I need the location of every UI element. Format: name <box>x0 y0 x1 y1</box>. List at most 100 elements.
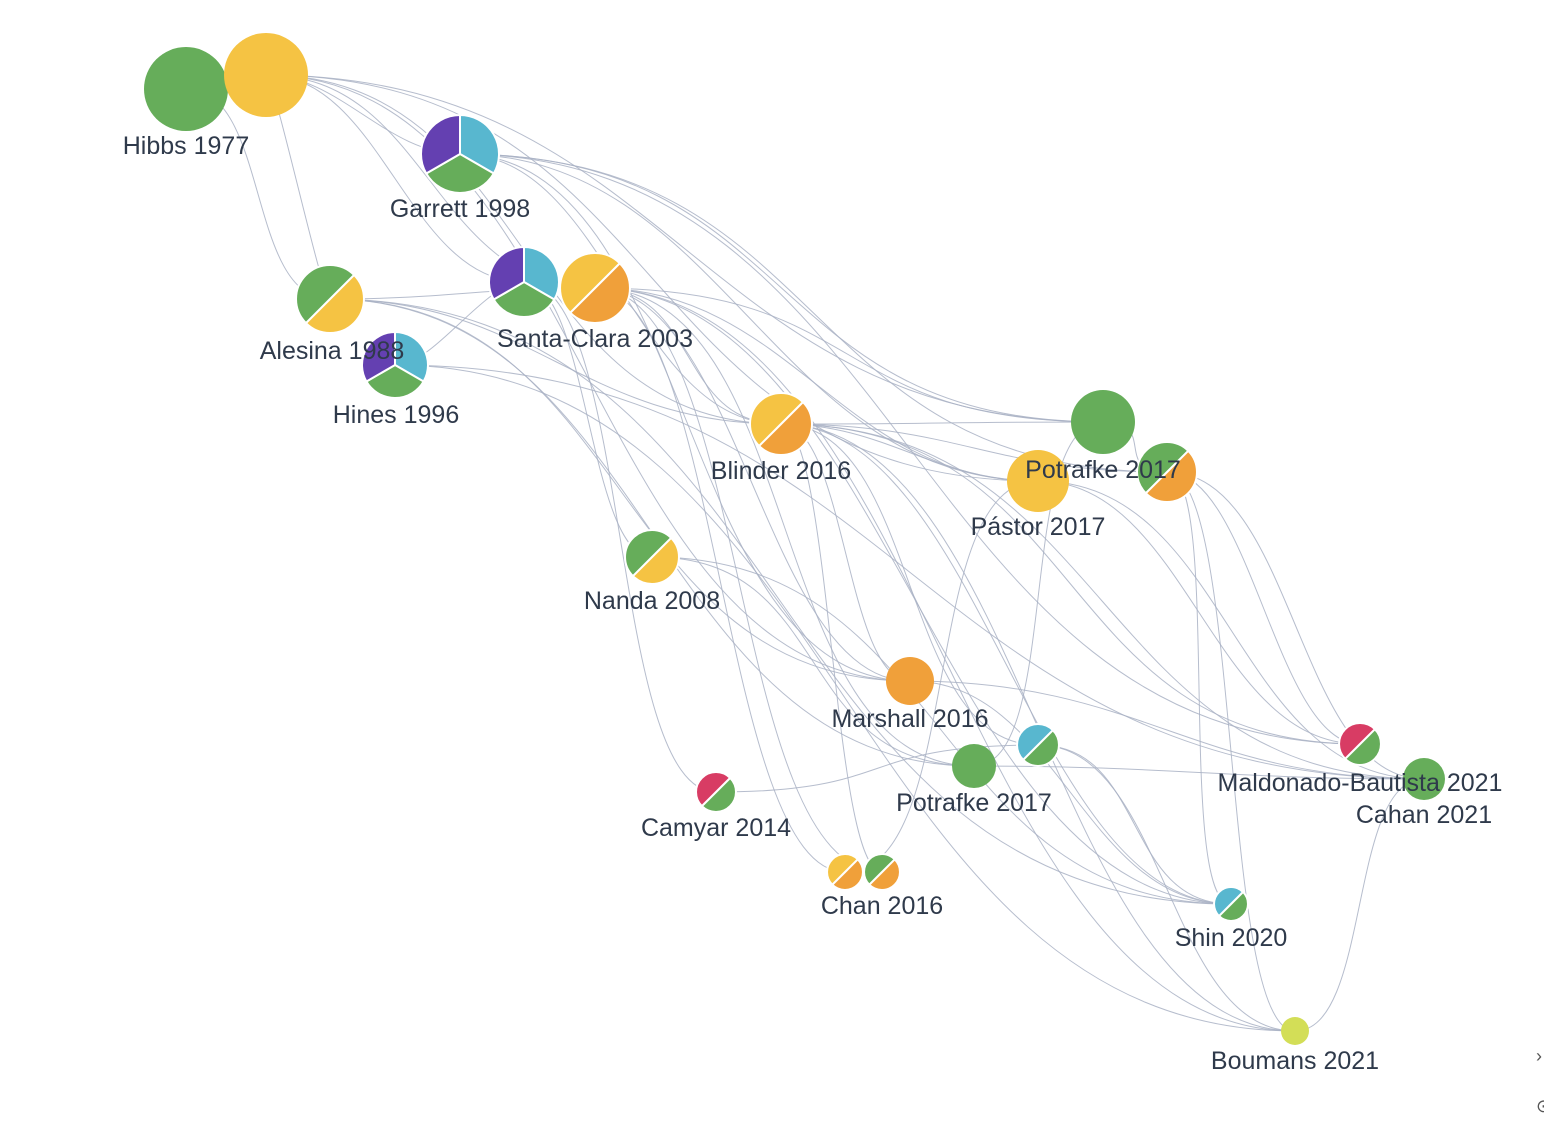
paper-node-shin[interactable] <box>1213 886 1249 922</box>
paper-label: Hibbs 1977 <box>123 132 249 160</box>
node-slice <box>1343 727 1382 766</box>
paper-node-hibbs-a[interactable] <box>144 47 228 131</box>
chevron-right-icon[interactable]: › <box>1536 1046 1542 1066</box>
citation-edge <box>1166 471 1425 780</box>
citation-edge <box>844 480 1039 873</box>
paper-label: Nanda 2008 <box>584 587 720 615</box>
node-slice <box>144 47 228 131</box>
paper-node-garrett[interactable] <box>420 113 500 194</box>
citation-edge <box>1166 471 1232 905</box>
node-slice <box>1016 723 1055 762</box>
paper-label: Potrafke 2017 <box>896 789 1052 817</box>
node-slice <box>295 264 356 325</box>
paper-node-potrafke-c[interactable] <box>952 744 996 788</box>
paper-label: Pástor 2017 <box>971 513 1106 541</box>
citation-edge <box>1037 744 1232 905</box>
node-slice <box>1213 886 1245 918</box>
node-slice <box>1071 390 1135 454</box>
paper-label: Alesina 1988 <box>260 337 405 365</box>
paper-label: Shin 2020 <box>1175 924 1288 952</box>
citation-edge <box>780 423 1168 473</box>
paper-node-camyar[interactable] <box>695 771 737 813</box>
citation-edge <box>329 298 782 425</box>
node-slice <box>488 245 525 301</box>
citation-edge <box>973 421 1104 767</box>
paper-node-pastor[interactable] <box>1007 450 1069 512</box>
citation-edge <box>594 287 911 682</box>
paper-node-potrafke-d[interactable] <box>1016 723 1060 767</box>
paper-node-hines[interactable] <box>361 330 429 399</box>
paper-label: Maldonado-Bautista 2021 <box>1218 769 1503 797</box>
node-slice <box>695 771 732 808</box>
paper-label: Garrett 1998 <box>390 195 530 223</box>
node-slice <box>304 273 365 334</box>
paper-label: Boumans 2021 <box>1211 1047 1379 1075</box>
citation-edge <box>594 287 846 873</box>
paper-node-potrafke-b[interactable] <box>1136 441 1198 503</box>
node-slice <box>1007 450 1069 512</box>
paper-label: Cahan 2021 <box>1356 801 1492 829</box>
citation-edge <box>780 423 1232 905</box>
citation-edge <box>265 74 525 283</box>
citation-edge <box>459 153 911 682</box>
paper-node-nanda[interactable] <box>624 529 680 585</box>
paper-node-hibbs-b[interactable] <box>224 33 308 117</box>
node-slice <box>757 400 813 456</box>
paper-node-boumans[interactable] <box>1281 1017 1309 1045</box>
citation-edge <box>909 680 1232 905</box>
paper-label: Hines 1996 <box>333 401 459 429</box>
paper-node-santa-clara-b[interactable] <box>559 252 631 324</box>
node-slice <box>1021 728 1060 767</box>
paper-nodes <box>144 33 1445 1045</box>
citation-edge <box>909 680 1425 780</box>
citation-edge <box>973 765 1425 780</box>
citation-edge <box>1166 471 1361 745</box>
paper-label: Camyar 2014 <box>641 814 791 842</box>
node-slice <box>568 261 631 324</box>
paper-node-potrafke-a[interactable] <box>1071 390 1135 454</box>
node-slice <box>559 252 622 315</box>
node-slice <box>863 853 897 887</box>
node-slice <box>952 744 996 788</box>
paper-node-alesina[interactable] <box>295 264 365 334</box>
node-slice <box>867 857 901 891</box>
citation-edge <box>329 298 1232 905</box>
citation-edge <box>780 423 1039 746</box>
paper-node-chan-a[interactable] <box>826 853 864 891</box>
paper-label: Chan 2016 <box>821 892 943 920</box>
node-slice <box>1144 449 1198 503</box>
citation-edge <box>523 281 717 793</box>
node-slice <box>1136 441 1190 495</box>
citation-edge <box>1037 480 1361 745</box>
paper-node-maldonado[interactable] <box>1338 722 1382 766</box>
paper-label: Blinder 2016 <box>711 457 851 485</box>
citation-edge <box>394 364 1296 1032</box>
node-slice <box>424 152 496 194</box>
node-slice <box>361 330 396 383</box>
citation-edge <box>651 556 975 767</box>
paper-node-santa-clara-a[interactable] <box>488 245 560 318</box>
paper-node-cahan[interactable] <box>1403 758 1445 800</box>
paper-node-marshall[interactable] <box>886 657 934 705</box>
paper-node-blinder[interactable] <box>749 392 813 456</box>
paper-label: Potrafke 2017 <box>1025 456 1181 484</box>
citation-edge <box>594 287 883 873</box>
paper-node-chan-b[interactable] <box>863 853 901 891</box>
citation-edge <box>780 423 883 873</box>
target-icon[interactable]: ⊙ <box>1536 1096 1544 1116</box>
citation-edge <box>265 74 1039 482</box>
paper-label: Santa-Clara 2003 <box>497 325 693 353</box>
node-slice <box>492 280 556 318</box>
citation-edge <box>329 298 911 682</box>
node-slice <box>1338 722 1377 761</box>
citation-edge <box>780 421 1104 425</box>
node-slice <box>224 33 308 117</box>
node-slice <box>631 536 680 585</box>
citation-edge <box>780 423 1039 482</box>
citation-edge <box>780 423 1425 780</box>
node-slice <box>749 392 805 448</box>
node-slice <box>365 363 425 399</box>
citation-edge <box>394 364 1425 780</box>
